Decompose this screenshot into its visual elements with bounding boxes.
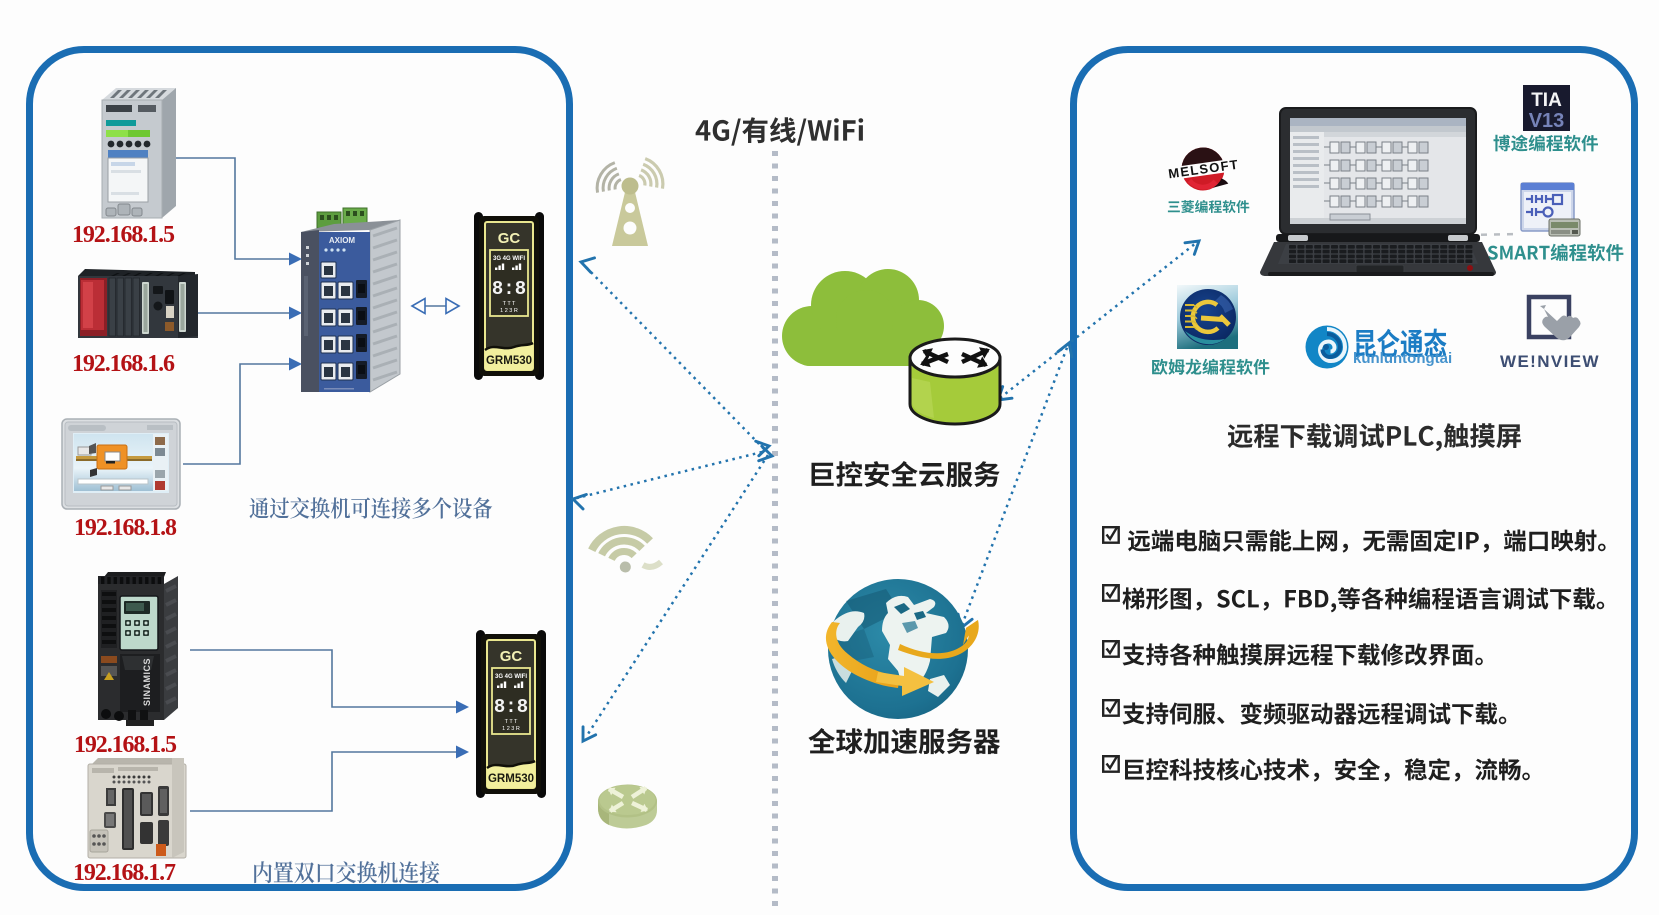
svg-text:3G 4G WIFI: 3G 4G WIFI bbox=[495, 674, 527, 680]
svg-text:GC: GC bbox=[498, 230, 521, 247]
svg-text:T T T: T T T bbox=[503, 301, 516, 307]
svg-text:AXIOM: AXIOM bbox=[329, 236, 356, 245]
svg-text:1 2 3 R: 1 2 3 R bbox=[502, 726, 520, 732]
svg-text:TIA: TIA bbox=[1531, 90, 1562, 111]
svg-text:GRM530: GRM530 bbox=[488, 773, 534, 785]
svg-text:8:8: 8:8 bbox=[494, 696, 528, 718]
svg-text:V13: V13 bbox=[1529, 110, 1565, 132]
svg-text:SINAMICS: SINAMICS bbox=[142, 658, 152, 706]
svg-text:3G 4G WIFI: 3G 4G WIFI bbox=[493, 256, 525, 262]
svg-text:1 2 3 R: 1 2 3 R bbox=[500, 308, 518, 314]
svg-text:GRM530: GRM530 bbox=[486, 355, 532, 367]
svg-text:T T T: T T T bbox=[505, 719, 518, 725]
svg-text:GC: GC bbox=[500, 648, 523, 665]
svg-text:8:8: 8:8 bbox=[492, 278, 526, 300]
